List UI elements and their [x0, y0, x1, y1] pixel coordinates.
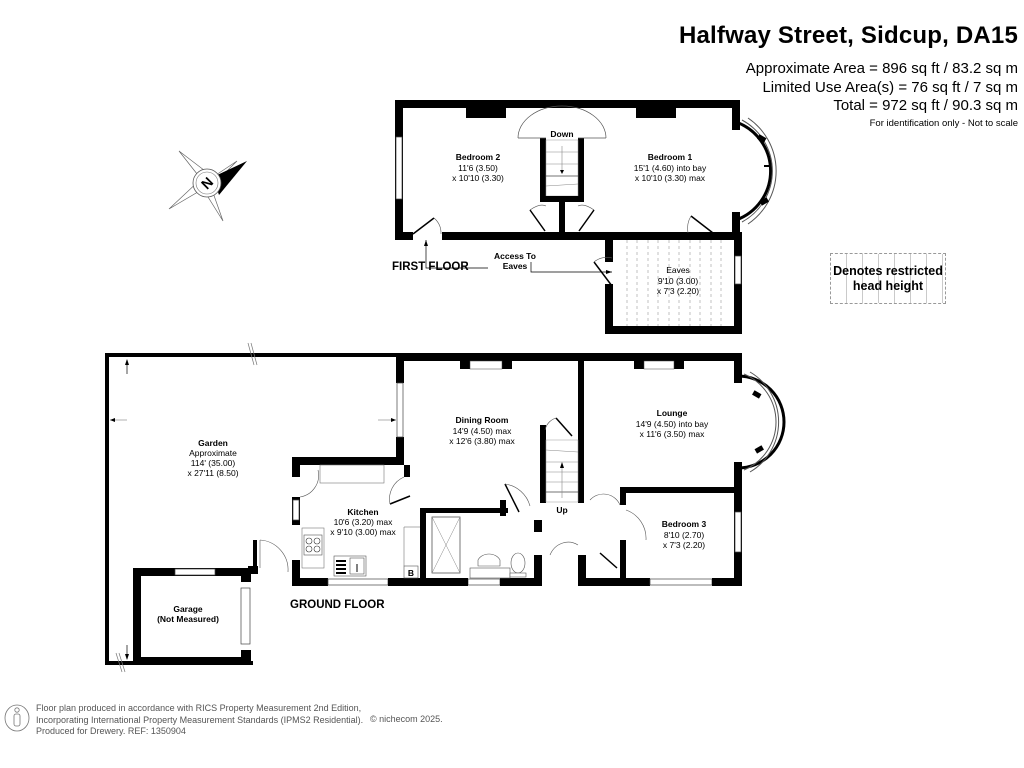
room-dim-kitchen-2: x 9'10 (3.00) max: [330, 527, 396, 537]
first-floor-label: FIRST FLOOR: [392, 261, 469, 273]
room-dim-bedroom-3-2: x 7'3 (2.20): [663, 540, 705, 550]
legend-text: Denotes restricted head height: [833, 264, 943, 294]
first-floor-plan: Down Access To Eaves: [392, 100, 777, 334]
room-name-garden: Garden: [198, 438, 228, 448]
room-dim-garden-1: 114' (35.00): [191, 458, 236, 468]
ground-floor-label: GROUND FLOOR: [290, 599, 385, 611]
room-dim-bedroom-1-2: x 10'10 (3.30) max: [635, 173, 706, 183]
compass-north-icon: N: [168, 150, 247, 222]
room-dim-dining-2: x 12'6 (3.80) max: [449, 436, 515, 446]
room-dim-lounge-2: x 11'6 (3.50) max: [640, 429, 706, 439]
footer-line-1: Floor plan produced in accordance with R…: [36, 703, 362, 713]
person-info-icon: [4, 704, 30, 732]
room-name-bedroom-3: Bedroom 3: [662, 519, 707, 529]
property-title: Halfway Street, Sidcup, DA15: [678, 22, 1018, 49]
footer-text: Floor plan produced in accordance with R…: [36, 703, 363, 738]
legend-line-1: Denotes restricted: [833, 263, 943, 278]
ground-floor-plan: Up B: [105, 342, 786, 673]
stairs-up-label: Up: [556, 505, 567, 515]
room-dim-garage: (Not Measured): [157, 614, 219, 624]
room-name-kitchen: Kitchen: [347, 507, 378, 517]
footer-line-3: Produced for Drewery. REF: 1350904: [36, 726, 186, 736]
room-dim-garden-0: Approximate: [189, 448, 237, 458]
room-dim-bedroom-2-2: x 10'10 (3.30): [452, 173, 504, 183]
room-name-lounge: Lounge: [657, 408, 688, 418]
room-name-garage: Garage: [173, 604, 203, 614]
room-name-dining: Dining Room: [456, 415, 509, 425]
limited-use-area: Limited Use Area(s) = 76 sq ft / 7 sq m: [762, 79, 1018, 96]
room-name-eaves: Eaves: [666, 265, 690, 275]
room-dim-garden-2: x 27'11 (8.50): [187, 468, 238, 478]
room-dim-bedroom-2-1: 11'6 (3.50): [458, 163, 498, 173]
boiler-label: B: [408, 568, 414, 578]
room-dim-bedroom-3-1: 8'10 (2.70): [664, 530, 705, 540]
room-name-bedroom-1: Bedroom 1: [648, 152, 693, 162]
access-eaves-line-1: Access To: [494, 251, 536, 261]
access-eaves-line-2: Eaves: [503, 261, 528, 271]
stairs-down-label: Down: [550, 129, 573, 139]
approx-area: Approximate Area = 896 sq ft / 83.2 sq m: [745, 60, 1018, 77]
total-area: Total = 972 sq ft / 90.3 sq m: [833, 97, 1018, 114]
room-dim-lounge-1: 14'9 (4.50) into bay: [636, 419, 709, 429]
scale-note: For identification only - Not to scale: [869, 118, 1018, 129]
room-dim-dining-1: 14'9 (4.50) max: [453, 426, 513, 436]
copyright: © nichecom 2025.: [370, 714, 443, 724]
room-dim-eaves-2: x 7'3 (2.20): [657, 286, 699, 296]
legend-line-2: head height: [852, 278, 924, 293]
room-dim-eaves-1: 9'10 (3.00): [658, 276, 699, 286]
room-dim-bedroom-1-1: 15'1 (4.60) into bay: [634, 163, 707, 173]
footer-line-2: Incorporating International Property Mea…: [36, 714, 364, 725]
room-name-bedroom-2: Bedroom 2: [456, 152, 501, 162]
room-dim-kitchen-1: 10'6 (3.20) max: [334, 517, 394, 527]
